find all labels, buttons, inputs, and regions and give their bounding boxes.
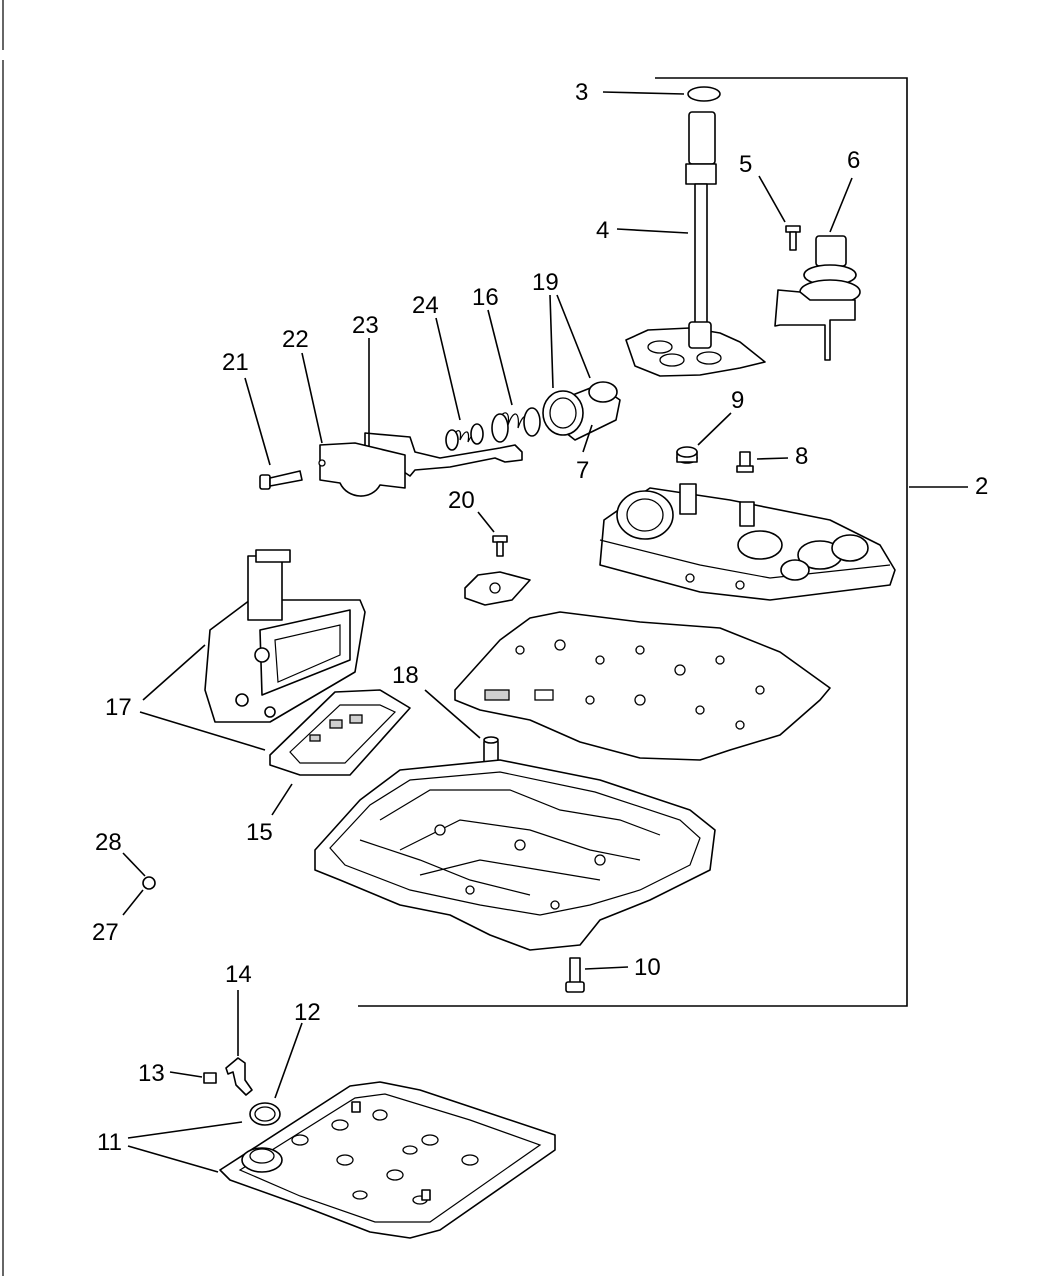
clip-14 [225, 990, 253, 1096]
seal-12 [249, 1022, 303, 1126]
bracket-22 [301, 352, 406, 497]
label-16: 16 [472, 284, 499, 311]
filter-11 [127, 1081, 556, 1239]
screw-20 [464, 511, 531, 606]
plug-9 [676, 412, 732, 464]
label-9: 9 [731, 387, 744, 414]
accumulator-19 [542, 294, 621, 453]
assembly-bracket-2 [358, 77, 968, 1007]
label-10: 10 [634, 954, 661, 981]
bolt-8 [736, 451, 789, 473]
screw-13 [169, 1071, 217, 1084]
label-23: 23 [352, 312, 379, 339]
separator-plate [454, 611, 831, 761]
label-22: 22 [282, 326, 309, 353]
label-6: 6 [847, 147, 860, 174]
label-28: 28 [95, 829, 122, 856]
bolt-10 [565, 957, 629, 993]
label-12: 12 [294, 999, 321, 1026]
label-2: 2 [975, 473, 988, 500]
label-24: 24 [412, 292, 439, 319]
valve-body-lower [314, 759, 716, 951]
label-18: 18 [392, 662, 419, 689]
label-3: 3 [575, 79, 588, 106]
label-11: 11 [97, 1129, 122, 1156]
gasket-15 [139, 689, 411, 816]
plug-27-28 [122, 852, 156, 916]
label-27: 27 [92, 919, 119, 946]
label-19: 19 [532, 269, 559, 296]
spring-16 [487, 309, 541, 443]
label-8: 8 [795, 443, 808, 470]
callout-labels: 2 3 4 5 6 7 8 9 10 11 12 13 14 15 16 17 … [92, 79, 988, 1156]
label-5: 5 [739, 151, 752, 178]
solenoid-body-17 [142, 549, 366, 723]
label-4: 4 [596, 217, 609, 244]
spring-24 [435, 317, 484, 451]
label-15: 15 [246, 819, 273, 846]
valve-body-upper [599, 483, 896, 601]
label-20: 20 [448, 487, 475, 514]
label-17: 17 [105, 694, 132, 721]
label-14: 14 [225, 961, 252, 988]
seal-3 [602, 86, 721, 102]
label-13: 13 [138, 1060, 165, 1087]
bolt-21 [244, 377, 303, 490]
manual-valve-shaft-4 [616, 111, 766, 377]
screw-5 [758, 175, 801, 251]
label-21: 21 [222, 349, 249, 376]
label-7: 7 [576, 457, 589, 484]
sensor-6 [774, 177, 861, 361]
